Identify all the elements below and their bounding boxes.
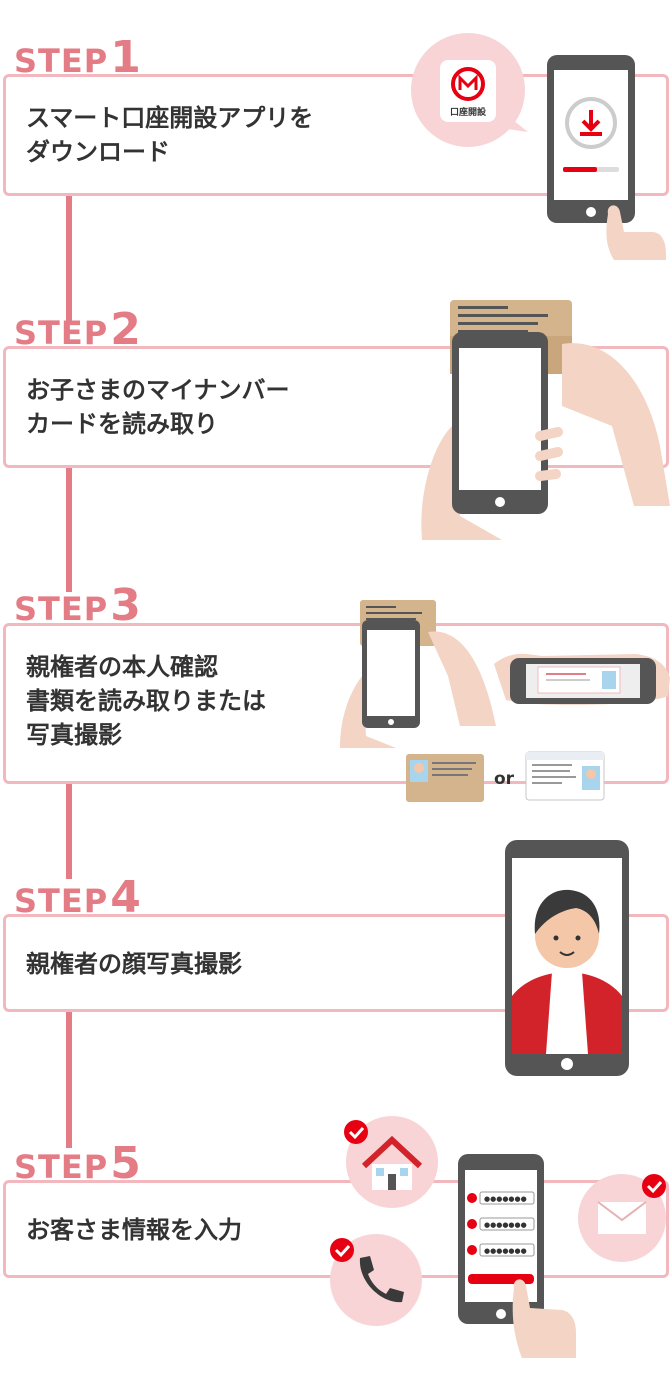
- hand-left: [340, 676, 396, 748]
- progress-bar: [563, 167, 597, 172]
- step-5-illustration: ●●●●●●● ●●●●●●● ●●●●●●●: [330, 1116, 666, 1358]
- connector-line-1: [66, 195, 72, 325]
- step-2-text: お子さまのマイナンバー カードを読み取り: [26, 376, 290, 438]
- hand-icon: [606, 205, 666, 260]
- step-3-illustration: or: [340, 600, 670, 802]
- step-number: 3: [110, 580, 142, 631]
- step-1-label: STEP1: [14, 36, 142, 80]
- step-word: STEP: [14, 42, 109, 80]
- app-icon-label: 口座開設: [450, 106, 487, 118]
- step-3-text: 親権者の本人確認 書類を読み取りまたは 写真撮影: [26, 653, 266, 749]
- person-face: [535, 904, 599, 968]
- password-mask: ●●●●●●●: [484, 1195, 527, 1203]
- check-icon: [344, 1120, 368, 1144]
- step-number: 5: [110, 1138, 142, 1189]
- step-number: 4: [110, 872, 142, 923]
- step-4-text: 親権者の顔写真撮影: [26, 950, 242, 978]
- step-word: STEP: [14, 590, 109, 628]
- step-1-illustration: 口座開設: [411, 33, 666, 260]
- home-icon: [361, 1135, 423, 1190]
- connector-line-2: [66, 466, 72, 592]
- step-2-label: STEP2: [14, 308, 142, 352]
- step-3-label: STEP3: [14, 584, 142, 628]
- step-1-text: スマート口座開設アプリを ダウンロード: [26, 104, 314, 166]
- hand-right: [562, 343, 670, 506]
- step-5-text: お客さま情報を入力: [26, 1216, 242, 1244]
- password-mask: ●●●●●●●: [484, 1221, 527, 1229]
- hand-left: [421, 426, 502, 540]
- hand-right: [428, 631, 496, 726]
- step-4-illustration: [505, 840, 629, 1076]
- check-icon: [330, 1238, 354, 1262]
- hand-icon: [512, 1279, 576, 1358]
- step-5-label: STEP5: [14, 1142, 142, 1186]
- check-icon: [642, 1174, 666, 1198]
- step-word: STEP: [14, 1148, 109, 1186]
- telephone-icon: [359, 1256, 404, 1303]
- connector-line-4: [66, 1010, 72, 1148]
- step-word: STEP: [14, 314, 109, 352]
- form-field-1: ●●●●●●●: [467, 1191, 535, 1205]
- form-field-2: ●●●●●●●: [467, 1217, 535, 1231]
- step-number: 2: [110, 304, 142, 355]
- connector-line-3: [66, 783, 72, 879]
- password-mask: ●●●●●●●: [484, 1247, 527, 1255]
- step-word: STEP: [14, 882, 109, 920]
- phone-call-bubble: [330, 1234, 422, 1326]
- or-label: or: [494, 769, 515, 789]
- step-4-label: STEP4: [14, 876, 142, 920]
- step-number: 1: [110, 32, 142, 83]
- download-icon: [565, 97, 617, 149]
- home-bubble: [346, 1116, 438, 1208]
- step-2-illustration: [421, 300, 670, 540]
- form-field-3: ●●●●●●●: [467, 1243, 535, 1257]
